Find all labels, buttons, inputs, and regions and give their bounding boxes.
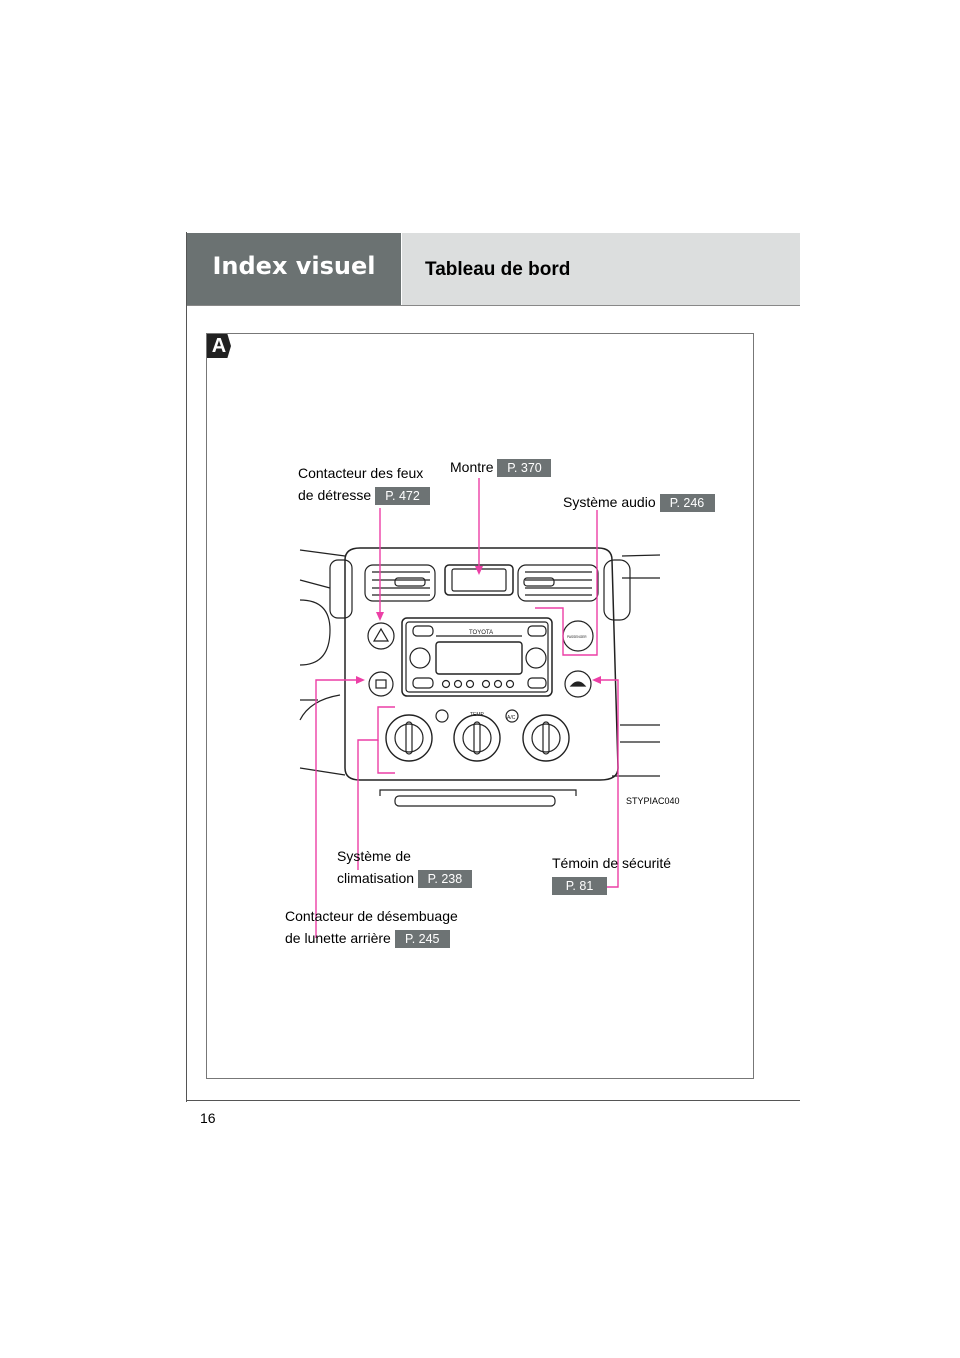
security-label: Témoin de sécurité [552, 855, 672, 871]
figure-frame [206, 333, 754, 1079]
climate-label-line2: climatisation P. 238 [337, 867, 472, 889]
climate-callout: Système de climatisation P. 238 [337, 845, 472, 889]
passenger-label: PASSENGER [567, 635, 587, 639]
figure-marker: A [207, 334, 231, 358]
page-number: 16 [200, 1110, 216, 1126]
defogger-callout: Contacteur de désembuage de lunette arri… [285, 905, 458, 949]
figure-code: STYPIAC040 [626, 796, 680, 806]
hazard-label-line2: de détresse P. 472 [298, 484, 431, 506]
section-tab [187, 233, 401, 305]
radio-brand: TOYOTA [469, 630, 493, 636]
defogger-label-line2: de lunette arrière P. 245 [285, 927, 458, 949]
hazard-callout: Contacteur des feux de détresse P. 472 [298, 462, 431, 506]
security-callout: Témoin de sécurité P. 81 [552, 852, 671, 896]
hazard-label-line1: Contacteur des feux [298, 465, 424, 481]
defogger-label-text: de lunette arrière [285, 930, 391, 946]
clock-page-ref[interactable]: P. 370 [497, 459, 552, 478]
page-frame-left [186, 232, 187, 1102]
hazard-label-text: de détresse [298, 487, 372, 503]
header-divider [187, 305, 800, 306]
ac-label: A/C [507, 715, 516, 721]
section-title: Index visuel [212, 252, 376, 280]
defogger-label-line1: Contacteur de désembuage [285, 908, 458, 924]
climate-page-ref[interactable]: P. 238 [417, 870, 472, 889]
climate-label-line1: Système de [337, 848, 411, 864]
hazard-page-ref[interactable]: P. 472 [375, 487, 431, 506]
audio-label: Système audio [563, 494, 656, 510]
page-title: Tableau de bord [425, 259, 571, 280]
temp-label: TEMP [470, 712, 485, 718]
climate-label-text: climatisation [337, 870, 415, 886]
defogger-page-ref[interactable]: P. 245 [394, 930, 450, 949]
page-title-band [402, 233, 800, 305]
audio-page-ref[interactable]: P. 246 [659, 494, 715, 513]
security-page-ref[interactable]: P. 81 [552, 877, 607, 896]
clock-label: Montre [450, 459, 494, 475]
audio-callout: Système audio P. 246 [563, 491, 715, 513]
clock-callout: Montre P. 370 [450, 456, 552, 478]
page-frame-bottom [186, 1100, 800, 1101]
